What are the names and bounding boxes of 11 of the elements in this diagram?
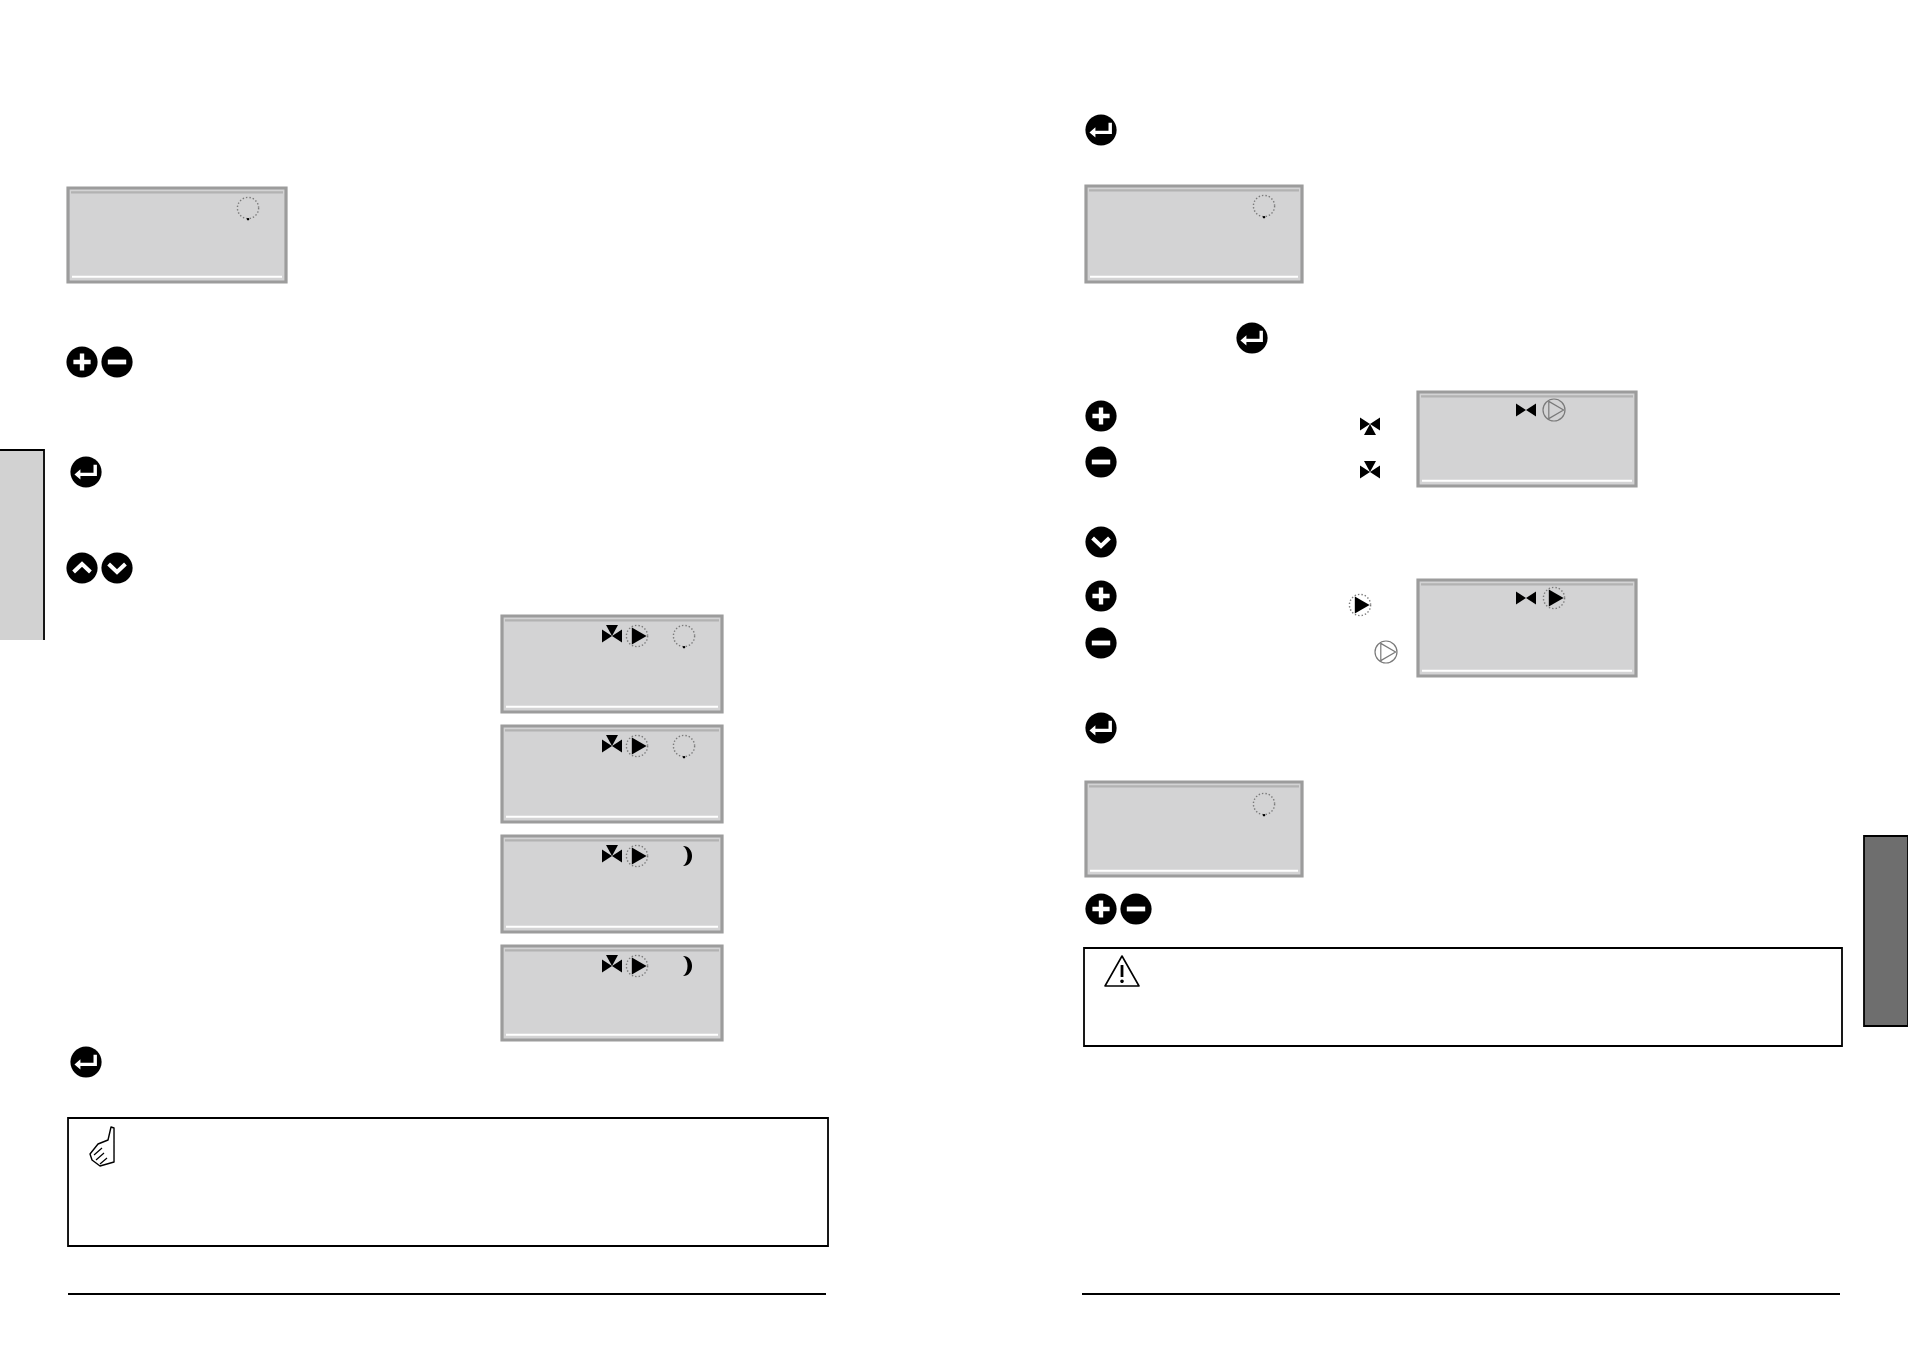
lcd-display xyxy=(1416,578,1638,678)
lcd-display xyxy=(500,944,724,1042)
lcd-display xyxy=(500,614,724,714)
note-box xyxy=(1083,947,1843,1047)
lcd-display xyxy=(1084,780,1304,878)
note-box xyxy=(67,1117,829,1247)
lcd-display xyxy=(500,724,724,824)
lcd-display xyxy=(1416,390,1638,488)
lcd-display xyxy=(1084,184,1304,284)
lcd-display xyxy=(500,834,724,934)
lcd-display xyxy=(66,186,288,284)
